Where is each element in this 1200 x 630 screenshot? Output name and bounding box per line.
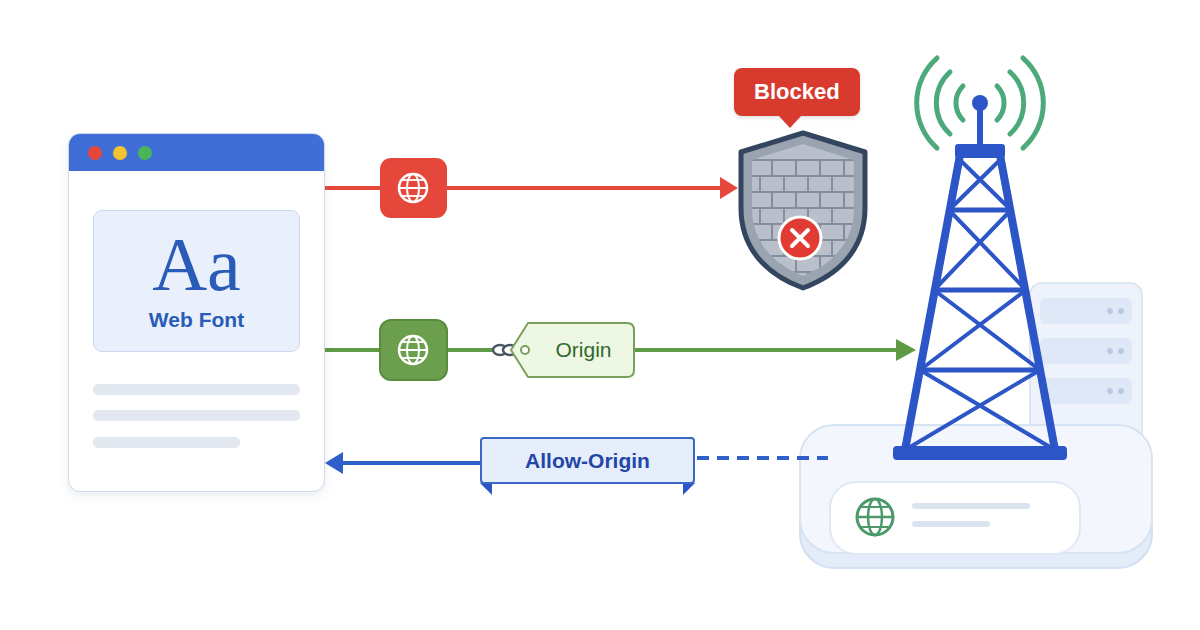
window-dot (138, 146, 152, 160)
arrow-head (325, 452, 343, 474)
origin-tag: Origin (510, 322, 635, 378)
shield-shape (738, 130, 868, 290)
request-globe-icon (380, 320, 447, 380)
origin-request-line (325, 350, 510, 351)
origin-arrow-to-server (635, 339, 916, 361)
arrow-head (720, 177, 738, 199)
font-sample: Aa (152, 226, 241, 302)
signal-waves (917, 58, 1044, 148)
font-label: Web Font (149, 308, 244, 332)
response-dashed-line (697, 456, 828, 460)
shield-face (752, 144, 854, 276)
firewall-shield: Blocked (738, 130, 868, 290)
allow-origin-response-arrow (325, 452, 480, 474)
window-dot (88, 146, 102, 160)
browser-window: AaWeb Font (68, 133, 325, 492)
text-placeholder-line (93, 437, 240, 448)
request-globe-icon (380, 158, 447, 218)
font-panel: AaWeb Font (93, 210, 300, 352)
text-placeholder-line (93, 410, 300, 421)
status-badge: Blocked (734, 68, 860, 116)
allow-origin-banner: Allow-Origin (480, 437, 695, 493)
radio-tower (893, 95, 1067, 460)
brick-pattern (738, 160, 880, 288)
shield-outline (741, 133, 865, 288)
title-bar (69, 134, 324, 171)
blocked-cross (792, 230, 808, 246)
blocked-icon (779, 217, 821, 259)
tag-text: Origin (532, 322, 635, 378)
glass-platform (800, 425, 1152, 568)
window-dot (113, 146, 127, 160)
text-placeholder-line (93, 384, 300, 395)
banner-text: Allow-Origin (480, 437, 695, 484)
connector-line (341, 461, 480, 465)
